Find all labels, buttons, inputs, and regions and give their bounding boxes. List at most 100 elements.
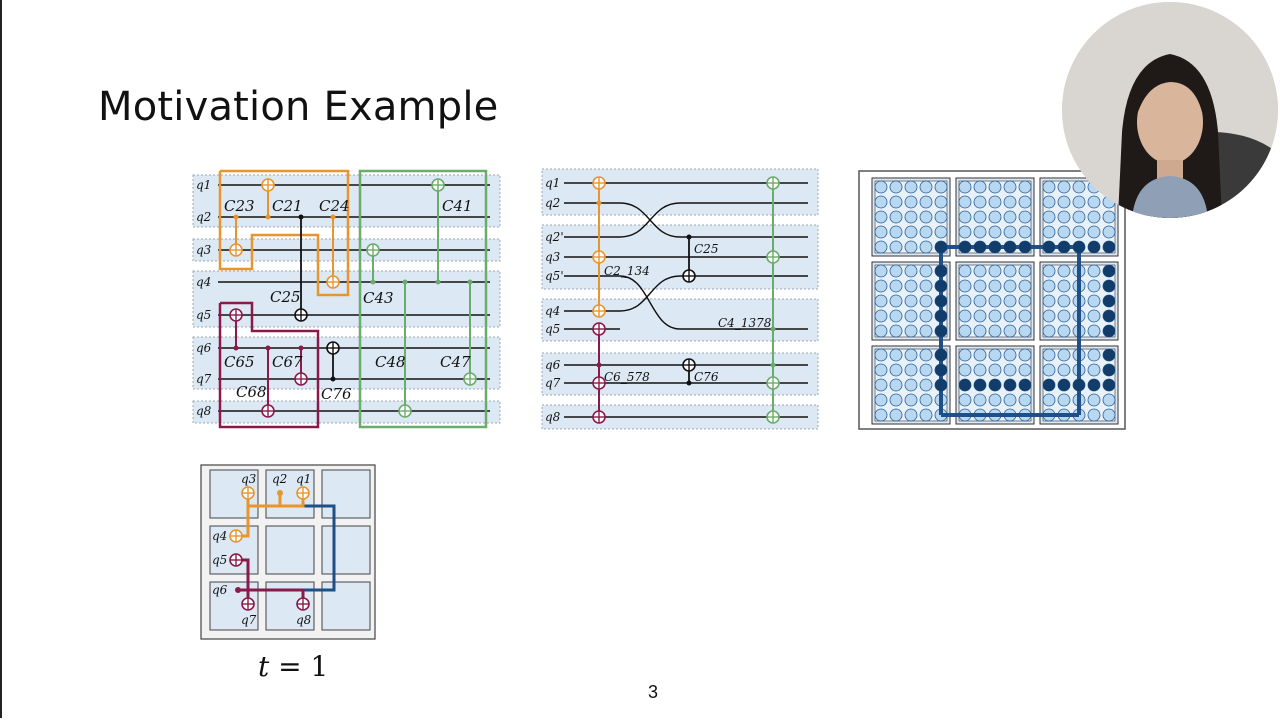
grid-label: q2 xyxy=(272,472,287,486)
physical-qubit xyxy=(889,378,903,392)
qubit-label: q2 xyxy=(545,196,560,210)
route-qubit xyxy=(1058,379,1070,391)
route-qubit xyxy=(1004,241,1016,253)
route-qubit xyxy=(935,265,947,277)
route-qubit xyxy=(935,325,947,337)
physical-qubit xyxy=(889,363,903,377)
physical-qubit xyxy=(874,324,888,338)
physical-qubit xyxy=(934,210,948,224)
physical-qubit xyxy=(1087,294,1101,308)
physical-qubit xyxy=(1003,324,1017,338)
route-qubit xyxy=(989,241,1001,253)
physical-qubit xyxy=(988,279,1002,293)
qubit-label: q7 xyxy=(196,372,212,386)
physical-qubit xyxy=(904,393,918,407)
time-step-label: t = 1 xyxy=(258,650,329,683)
physical-qubit xyxy=(904,324,918,338)
physical-qubit xyxy=(973,363,987,377)
physical-qubit xyxy=(1018,180,1032,194)
physical-qubit xyxy=(1087,363,1101,377)
physical-qubit xyxy=(874,180,888,194)
qubit-label: q5 xyxy=(545,322,560,336)
route-qubit xyxy=(1043,241,1055,253)
physical-qubit xyxy=(973,348,987,362)
physical-qubit xyxy=(1102,393,1116,407)
gate-label: C67 xyxy=(272,353,303,371)
route-qubit xyxy=(1073,241,1085,253)
physical-qubit xyxy=(889,225,903,239)
physical-qubit xyxy=(919,393,933,407)
physical-qubit xyxy=(919,264,933,278)
physical-qubit xyxy=(1042,180,1056,194)
physical-qubit xyxy=(904,408,918,422)
physical-qubit xyxy=(889,324,903,338)
physical-qubit xyxy=(874,309,888,323)
physical-qubit xyxy=(889,309,903,323)
physical-qubit xyxy=(1003,363,1017,377)
physical-qubit xyxy=(889,348,903,362)
physical-qubit xyxy=(919,279,933,293)
physical-qubit xyxy=(904,363,918,377)
physical-qubit xyxy=(1057,309,1071,323)
gate-label: C47 xyxy=(440,353,471,371)
physical-qubit xyxy=(973,264,987,278)
physical-qubit xyxy=(904,309,918,323)
route-qubit xyxy=(935,241,947,253)
physical-qubit xyxy=(919,210,933,224)
physical-qubit xyxy=(904,294,918,308)
physical-qubit xyxy=(988,309,1002,323)
physical-qubit xyxy=(1042,294,1056,308)
left-circuit-diagram: q1 q2 q3 q4 q5 q6 q7 q8 xyxy=(192,169,501,429)
page-number: 3 xyxy=(648,682,659,702)
physical-qubit xyxy=(988,195,1002,209)
physical-qubit xyxy=(919,225,933,239)
grid-label: q3 xyxy=(241,472,257,486)
physical-qubit xyxy=(1018,195,1032,209)
physical-qubit xyxy=(1018,225,1032,239)
physical-qubit xyxy=(889,393,903,407)
gate-label: C24 xyxy=(319,197,350,215)
physical-qubit xyxy=(1087,264,1101,278)
physical-qubit xyxy=(1087,309,1101,323)
qubit-label: q8 xyxy=(545,410,561,424)
physical-qubit xyxy=(1042,225,1056,239)
physical-qubit xyxy=(1087,279,1101,293)
gate-label: C6_578 xyxy=(604,370,650,384)
physical-qubit xyxy=(1087,195,1101,209)
physical-qubit xyxy=(1018,294,1032,308)
physical-qubit xyxy=(874,378,888,392)
physical-qubit xyxy=(958,279,972,293)
physical-qubit xyxy=(919,240,933,254)
qubit-label: q2 xyxy=(196,210,211,224)
physical-qubit xyxy=(1072,180,1086,194)
physical-qubit xyxy=(934,225,948,239)
physical-qubit xyxy=(1057,225,1071,239)
gate-label: C48 xyxy=(375,353,406,371)
qubit-label: q5' xyxy=(545,269,564,283)
route-qubit xyxy=(959,379,971,391)
physical-qubit xyxy=(1087,225,1101,239)
physical-qubit xyxy=(1042,210,1056,224)
physical-qubit xyxy=(904,279,918,293)
physical-qubit xyxy=(1087,210,1101,224)
physical-qubit xyxy=(988,264,1002,278)
qubit-label: q4 xyxy=(196,275,211,289)
physical-qubit xyxy=(1102,210,1116,224)
physical-qubit xyxy=(973,309,987,323)
physical-qubit xyxy=(889,279,903,293)
physical-qubit xyxy=(988,393,1002,407)
physical-qubit xyxy=(1057,294,1071,308)
physical-qubit xyxy=(1057,324,1071,338)
physical-qubit xyxy=(1042,324,1056,338)
physical-qubit xyxy=(889,294,903,308)
physical-qubit xyxy=(988,363,1002,377)
route-qubit xyxy=(935,364,947,376)
route-qubit xyxy=(935,349,947,361)
gate-label: C43 xyxy=(363,289,394,307)
route-qubit xyxy=(1103,325,1115,337)
physical-qubit xyxy=(1042,279,1056,293)
physical-qubit xyxy=(958,348,972,362)
grid-label: q6 xyxy=(212,583,228,597)
physical-qubit xyxy=(919,180,933,194)
physical-qubit xyxy=(988,180,1002,194)
